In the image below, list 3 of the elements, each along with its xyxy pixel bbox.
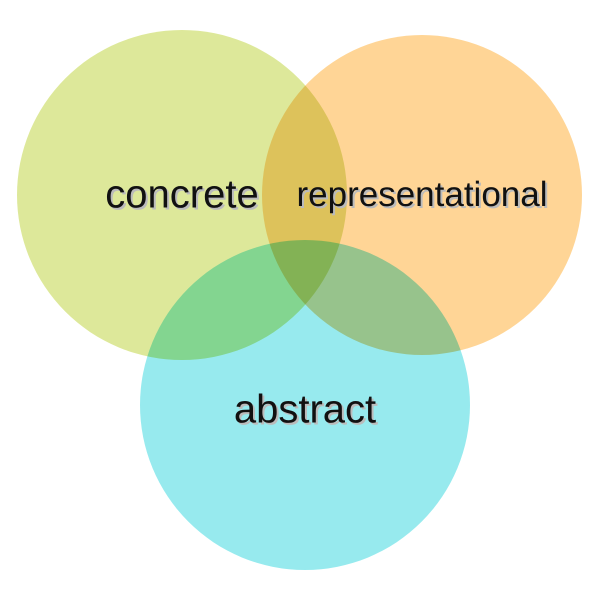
circle-label: abstract [234, 388, 376, 432]
circle-label: concrete [105, 172, 259, 218]
circle-label: representational [296, 175, 548, 215]
